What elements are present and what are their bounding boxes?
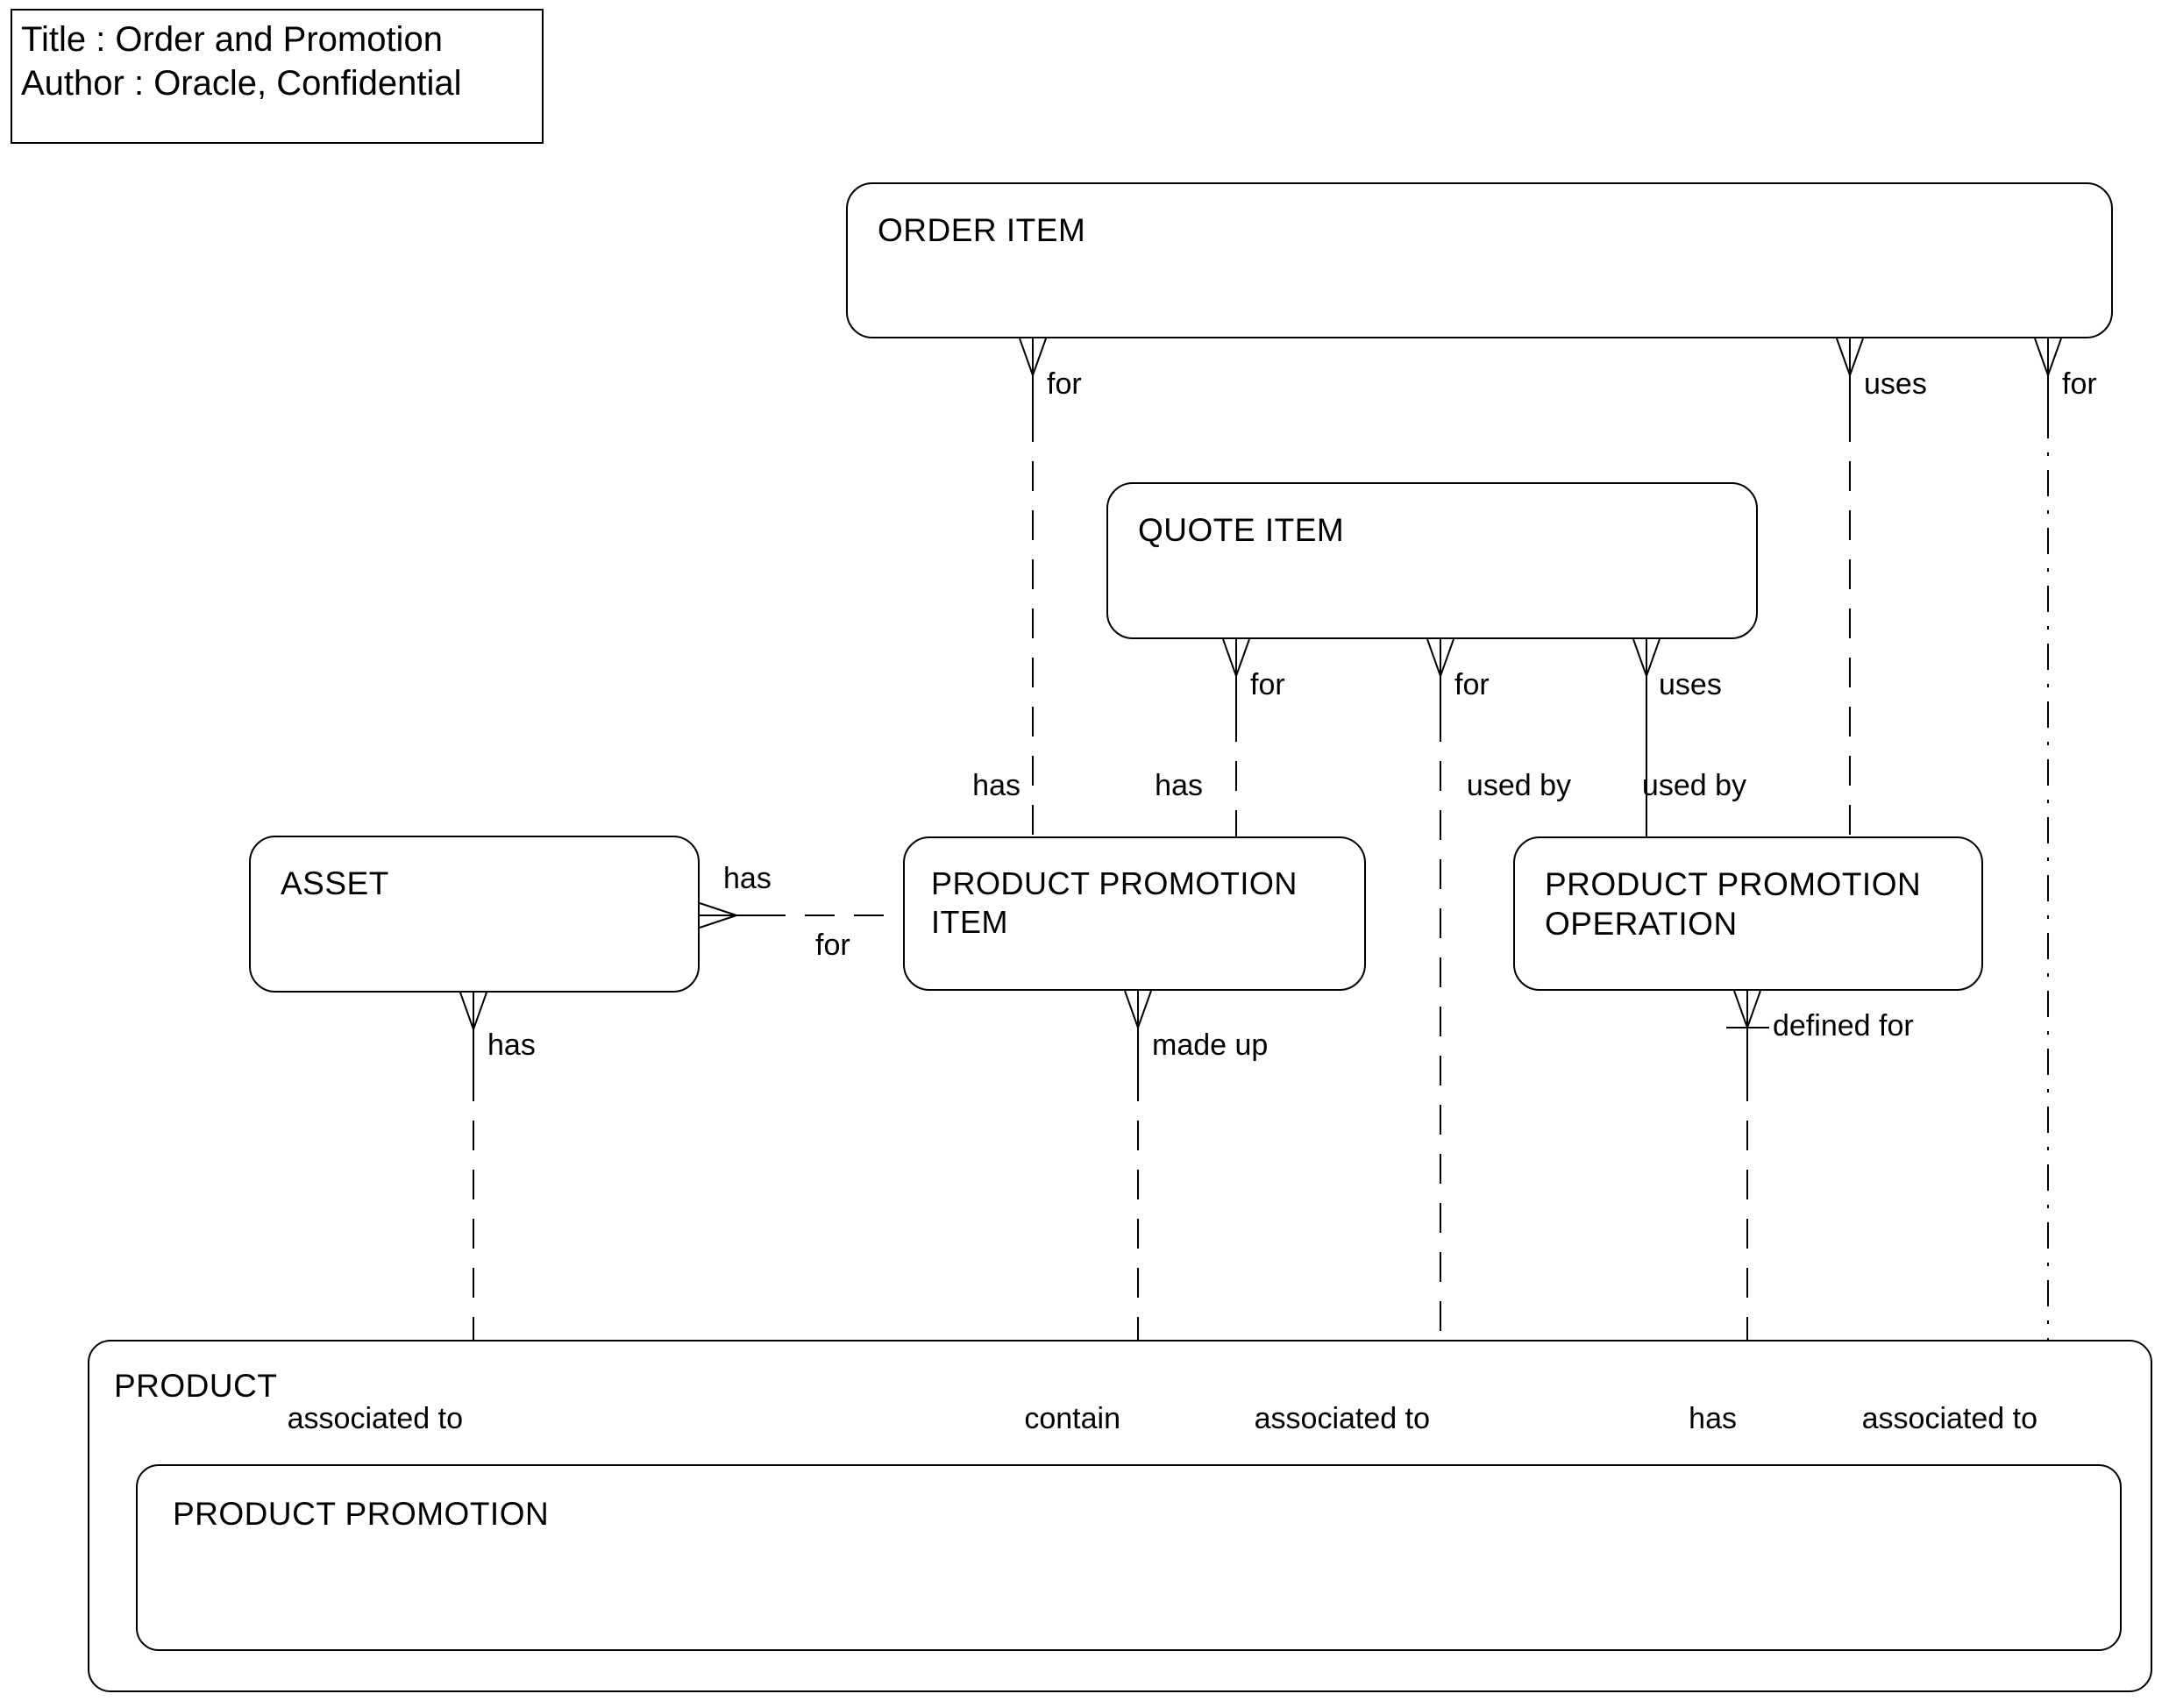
rel-label-associated-to-3: associated to: [1861, 1402, 2037, 1435]
entity-product-promotion-item-label: PRODUCT PROMOTION ITEM: [931, 865, 1298, 940]
entity-order-item[interactable]: ORDER ITEM: [846, 182, 2113, 338]
connector-order-for-ppi[interactable]: [1019, 338, 1047, 836]
rel-label-asset-has: has: [723, 862, 772, 895]
connector-order-for-promotion[interactable]: [2034, 338, 2062, 1464]
entity-product-promotion-label: PRODUCT PROMOTION: [173, 1496, 550, 1532]
rel-label-order-for-2: for: [2062, 367, 2097, 401]
diagram-author: Author : Oracle, Confidential: [21, 64, 462, 103]
rel-label-quote-for-2: for: [1454, 668, 1490, 701]
entity-product-promotion[interactable]: PRODUCT PROMOTION: [136, 1464, 2122, 1651]
rel-label-has-bottom: has: [1689, 1402, 1737, 1435]
rel-label-quote-for: for: [1250, 668, 1285, 701]
rel-label-used-by-1: used by: [1466, 769, 1571, 802]
entity-asset[interactable]: ASSET: [249, 836, 700, 993]
connector-quote-uses-ppo[interactable]: [1632, 638, 1661, 836]
entity-product-label: PRODUCT: [114, 1368, 278, 1404]
rel-label-used-by-2: used by: [1641, 769, 1746, 802]
entity-order-item-label: ORDER ITEM: [878, 212, 1086, 248]
entity-asset-label: ASSET: [281, 865, 389, 901]
entity-product-promotion-item[interactable]: PRODUCT PROMOTION ITEM: [903, 836, 1366, 991]
entity-quote-item[interactable]: QUOTE ITEM: [1106, 482, 1758, 639]
entity-quote-item-label: QUOTE ITEM: [1138, 512, 1345, 548]
rel-label-associated-to-2: associated to: [1254, 1402, 1430, 1435]
rel-label-order-uses: uses: [1864, 367, 1927, 401]
diagram-title-box: Title : Order and Promotion Author : Ora…: [11, 9, 544, 144]
rel-label-defined-for: defined for: [1773, 1009, 1914, 1043]
rel-label-has-order-side: has: [972, 769, 1020, 802]
rel-label-order-for: for: [1047, 367, 1082, 401]
rel-label-asset-for: for: [815, 929, 850, 962]
rel-label-made-up: made up: [1152, 1028, 1269, 1062]
rel-label-associated-to-1: associated to: [287, 1402, 463, 1435]
entity-product-promotion-operation[interactable]: PRODUCT PROMOTION OPERATION: [1513, 836, 1983, 991]
connector-order-uses-ppo[interactable]: [1836, 338, 1864, 836]
entity-product-promotion-operation-label: PRODUCT PROMOTION OPERATION: [1545, 866, 1922, 943]
rel-label-asset-has-bottom: has: [487, 1028, 536, 1062]
connector-quote-for-ppi[interactable]: [1222, 638, 1250, 836]
diagram-title: Title : Order and Promotion: [21, 20, 443, 59]
rel-label-quote-uses: uses: [1659, 668, 1722, 701]
rel-label-has-quote-side: has: [1155, 769, 1203, 802]
connector-asset-ppi-horizontal[interactable]: [699, 902, 903, 929]
rel-label-contain: contain: [1024, 1402, 1120, 1435]
